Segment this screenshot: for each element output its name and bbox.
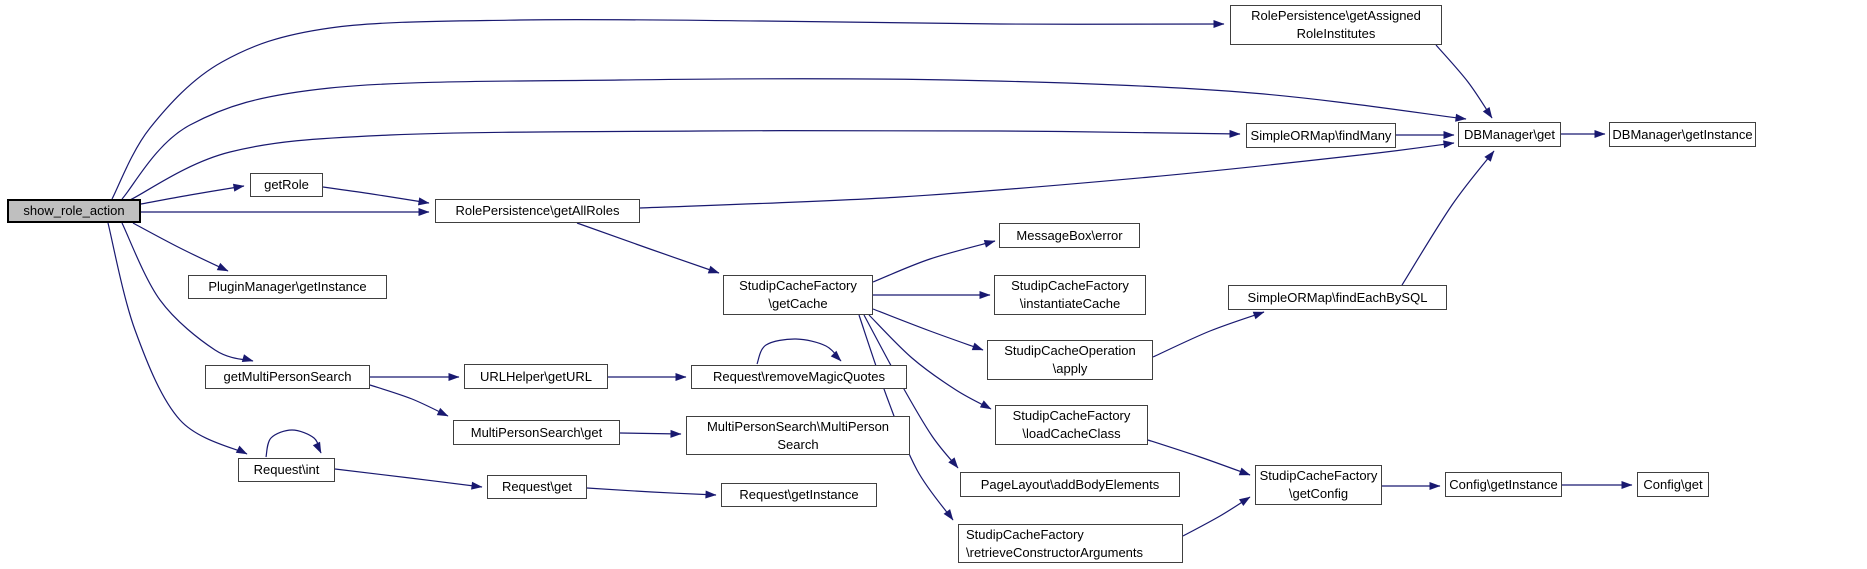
edge-request-remove-magic-quotes--request-remove-magic-quotes <box>756 338 842 365</box>
edge-request-int--request-get <box>334 468 483 490</box>
node-label: URLHelper\getURL <box>480 368 592 384</box>
edge-get-role--role-persistence-get-all-roles <box>322 186 430 206</box>
edge-studip-cache-factory-load-cache-class--studip-cache-factory-get-config <box>1147 439 1251 476</box>
node-label: Config\get <box>1643 476 1703 492</box>
edge-role-persistence-get-all-roles--studip-cache-factory-get-cache <box>576 222 720 274</box>
node-label: \getConfig <box>1288 486 1349 501</box>
node-label: show_role_action <box>23 203 125 218</box>
node-url-helper-get-url[interactable]: URLHelper\getURL <box>464 364 608 389</box>
edge-show-role-action--plugin-manager-get-instance <box>132 222 229 272</box>
node-label: PageLayout\addBodyElements <box>980 476 1160 492</box>
edge-show-role-action--simple-ormap-find-many <box>129 129 1241 201</box>
node-label: PluginManager\getInstance <box>208 279 367 294</box>
edge-show-role-action--get-role <box>140 183 245 205</box>
edge-simple-ormap-find-each-by-sql--db-manager-get <box>1401 150 1495 286</box>
edge-request-get--request-get-instance <box>586 487 717 499</box>
node-request-get-instance[interactable]: Request\getInstance <box>721 483 877 507</box>
edge-show-role-action--request-int <box>107 222 248 455</box>
node-simple-ormap-find-each-by-sql[interactable]: SimpleORMap\findEachBySQL <box>1228 285 1447 310</box>
node-message-box-error[interactable]: MessageBox\error <box>999 223 1140 248</box>
edge-get-multi-person-search--multi-person-search-get <box>369 384 449 417</box>
node-label: getMultiPersonSearch <box>223 369 352 384</box>
node-studip-cache-operation-apply[interactable]: StudipCacheOperation \apply <box>987 340 1153 380</box>
node-label: SimpleORMap\findMany <box>1250 127 1392 143</box>
edge-show-role-action--get-multi-person-search <box>121 222 254 362</box>
node-studip-cache-factory-get-config[interactable]: StudipCacheFactory \getConfig <box>1255 465 1382 505</box>
node-label: \getCache <box>768 296 828 311</box>
node-label: Request\int <box>253 462 320 477</box>
node-get-role[interactable]: getRole <box>250 173 323 197</box>
node-label: \loadCacheClass <box>1022 426 1121 441</box>
edge-role-persistence-get-assigned-role-institutes--db-manager-get <box>1435 44 1493 119</box>
node-label: RolePersistence\getAllRoles <box>455 203 620 218</box>
node-label: Config\getInstance <box>1449 476 1558 492</box>
node-show-role-action[interactable]: show_role_action <box>7 199 141 223</box>
node-plugin-manager-get-instance[interactable]: PluginManager\getInstance <box>188 275 387 299</box>
node-label: Request\removeMagicQuotes <box>713 369 885 384</box>
node-label: \apply <box>1052 361 1088 376</box>
node-label: DBManager\getInstance <box>1612 126 1753 142</box>
node-multi-person-search-get[interactable]: MultiPersonSearch\get <box>453 420 620 445</box>
node-label: getRole <box>264 177 309 192</box>
node-request-remove-magic-quotes[interactable]: Request\removeMagicQuotes <box>691 365 907 389</box>
node-label: MessageBox\error <box>1016 227 1123 243</box>
edge-role-persistence-get-all-roles--db-manager-get <box>639 140 1455 209</box>
node-label: Search <box>777 436 819 452</box>
edge-studip-cache-operation-apply--simple-ormap-find-each-by-sql <box>1152 311 1265 358</box>
node-label: RolePersistence\getAssigned <box>1251 8 1421 23</box>
node-role-persistence-get-all-roles[interactable]: RolePersistence\getAllRoles <box>435 199 640 223</box>
node-get-multi-person-search[interactable]: getMultiPersonSearch <box>205 365 370 389</box>
edge-studip-cache-factory-get-cache--message-box-error <box>872 239 996 283</box>
node-label: SimpleORMap\findEachBySQL <box>1247 289 1428 305</box>
node-label: StudipCacheFactory <box>1012 408 1131 423</box>
node-label: StudipCacheFactory <box>1259 468 1378 483</box>
edge-studip-cache-factory-get-cache--studip-cache-operation-apply <box>872 308 984 351</box>
node-studip-cache-factory-get-cache[interactable]: StudipCacheFactory \getCache <box>723 275 873 315</box>
node-db-manager-get-instance[interactable]: DBManager\getInstance <box>1609 122 1756 147</box>
node-request-int[interactable]: Request\int <box>238 458 335 482</box>
node-label: Request\getInstance <box>739 487 859 502</box>
edge-show-role-action--role-persistence-get-assigned-role-institutes <box>111 18 1225 200</box>
node-db-manager-get[interactable]: DBManager\get <box>1458 122 1561 147</box>
node-label: MultiPersonSearch\MultiPerson <box>706 418 890 434</box>
edge-show-role-action--db-manager-get <box>121 78 1467 200</box>
edge-request-int--request-int <box>265 429 322 458</box>
node-label: Request\get <box>501 479 573 494</box>
edge-studip-cache-factory-retrieve-constructor-arguments--studip-cache-factory-get-config <box>1182 496 1251 537</box>
node-label: \instantiateCache <box>1019 296 1121 311</box>
node-studip-cache-factory-load-cache-class[interactable]: StudipCacheFactory \loadCacheClass <box>995 405 1148 445</box>
node-request-get[interactable]: Request\get <box>487 475 587 499</box>
edge-multi-person-search-get--multi-person-search-ctor <box>619 429 682 438</box>
node-studip-cache-factory-retrieve-constructor-arguments[interactable]: StudipCacheFactory \retrieveConstructorAr… <box>958 524 1183 563</box>
node-config-get[interactable]: Config\get <box>1637 472 1709 497</box>
node-studip-cache-factory-instantiate-cache[interactable]: StudipCacheFactory \instantiateCache <box>994 275 1146 315</box>
node-label: StudipCacheFactory <box>1011 278 1129 293</box>
node-label: \retrieveConstructorArguments <box>966 544 1144 560</box>
node-page-layout-add-body-elements[interactable]: PageLayout\addBodyElements <box>960 472 1180 497</box>
node-label: RoleInstitutes <box>1296 26 1376 41</box>
node-label: DBManager\get <box>1463 126 1556 142</box>
edge-studip-cache-factory-get-cache--page-layout-add-body-elements <box>863 314 959 469</box>
node-label: StudipCacheFactory <box>966 526 1084 542</box>
node-label: MultiPersonSearch\get <box>470 424 603 440</box>
node-config-get-instance[interactable]: Config\getInstance <box>1445 472 1562 497</box>
edge-studip-cache-factory-get-cache--studip-cache-factory-load-cache-class <box>868 314 992 410</box>
node-label: StudipCacheFactory <box>739 278 857 293</box>
node-label: StudipCacheOperation <box>1004 343 1136 358</box>
node-simple-ormap-find-many[interactable]: SimpleORMap\findMany <box>1246 123 1396 148</box>
